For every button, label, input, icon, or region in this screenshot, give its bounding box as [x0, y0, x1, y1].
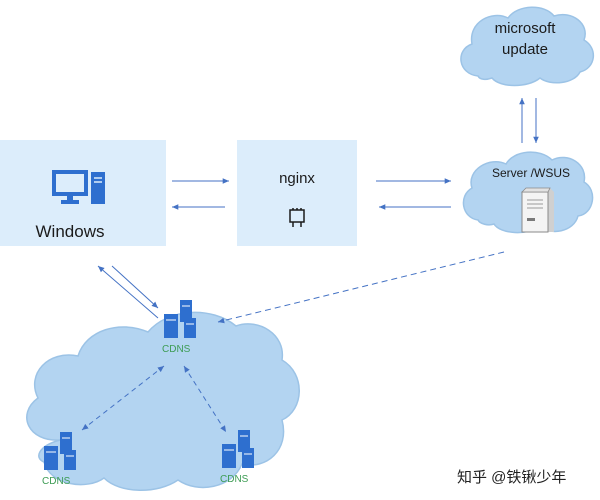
watermark-text: 知乎 @铁锹少年: [457, 469, 567, 486]
server-cluster-icon: [164, 300, 196, 338]
microsoft-update-cloud: [460, 6, 594, 87]
cdns-label-left: CDNS: [42, 476, 71, 487]
chip-icon: [289, 208, 305, 227]
wsus-label: Server /WSUS: [491, 166, 570, 180]
desktop-computer-icon: [52, 170, 105, 204]
server-cluster-icon: [44, 432, 76, 470]
nginx-node: nginx: [237, 140, 357, 246]
arrow-cdns-to-windows: [97, 265, 159, 319]
windows-label: Windows: [35, 222, 105, 241]
connection-arrows: [81, 98, 539, 433]
server-cluster-icon: [222, 430, 254, 468]
cdns-label-right: CDNS: [220, 474, 249, 485]
arrow-wsus-to-cdns: [217, 251, 505, 324]
arrow-cdns-top-to-right: [183, 365, 227, 433]
microsoft-update-label-line2: update: [502, 41, 548, 58]
cdns-label-top: CDNS: [162, 344, 191, 355]
arrow-windows-to-cdns: [111, 265, 159, 309]
windows-node: Windows: [0, 140, 166, 246]
microsoft-update-label-line1: microsoft: [494, 20, 556, 37]
server-tower-icon: [521, 187, 554, 233]
nginx-label: nginx: [279, 170, 315, 187]
